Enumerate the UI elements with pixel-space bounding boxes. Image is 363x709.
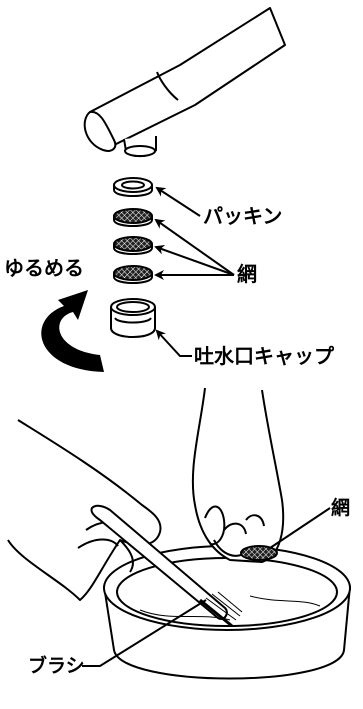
mesh-screen-3 — [113, 265, 153, 284]
net-label-bottom: 網 — [331, 497, 351, 519]
right-hand-with-mesh — [191, 387, 285, 563]
packing-ring — [113, 177, 153, 197]
packing-label: パッキン — [203, 204, 283, 228]
net-leader-1 — [154, 218, 235, 276]
loosen-label: ゆるめる — [4, 256, 84, 280]
brush-leader — [82, 599, 207, 667]
brush-label: ブラシ — [28, 655, 85, 677]
left-hand-with-brush — [7, 419, 243, 628]
loosen-rotation-arrow — [41, 290, 104, 372]
faucet-spout — [83, 7, 286, 158]
net-label-top: 網 — [237, 262, 257, 286]
mesh-screen-1 — [113, 208, 153, 227]
packing-leader — [155, 186, 201, 217]
spout-cap-label: 吐水口キャップ — [194, 344, 334, 368]
net-leader-2 — [154, 244, 235, 276]
leader-lines-bottom — [82, 507, 331, 667]
spout-cap-leader — [155, 329, 192, 357]
spout-cap — [110, 298, 156, 338]
leader-lines-top — [154, 186, 235, 357]
mesh-screen-2 — [113, 236, 153, 255]
net-bottom-leader — [269, 507, 331, 549]
